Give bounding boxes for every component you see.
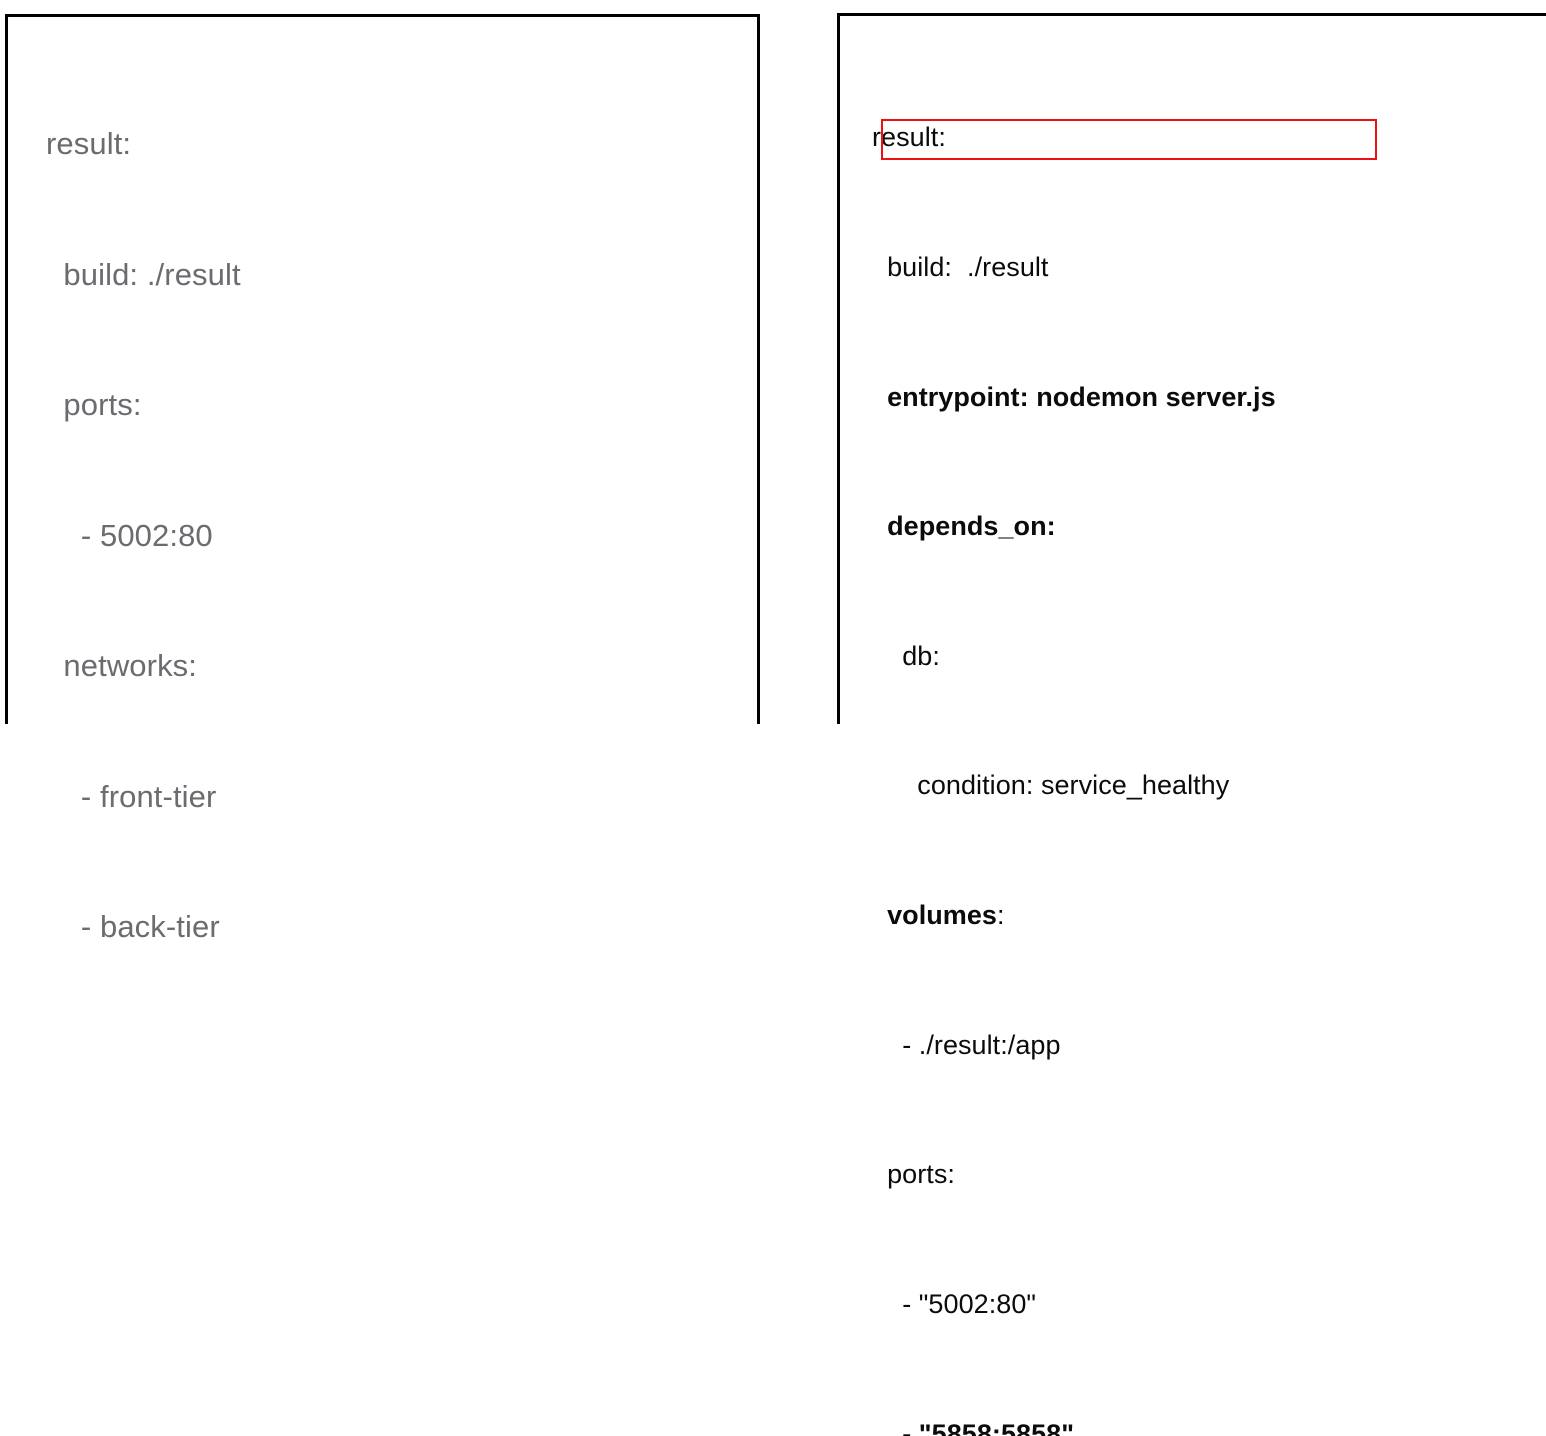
yaml-line: result: [46,122,241,166]
yaml-key-volumes: volumes [872,900,997,930]
yaml-line: result: [872,116,1276,159]
yaml-line: - front-tier [46,775,241,819]
yaml-line: - ./result:/app [872,1024,1276,1067]
yaml-line: - 5002:80 [46,514,241,558]
modified-config-panel: result: build: ./result entrypoint: node… [837,13,1546,724]
yaml-line: ports: [872,1153,1276,1196]
original-yaml-code-block: result: build: ./result ports: - 5002:80… [46,35,241,1036]
yaml-line: build: ./result [872,246,1276,289]
modified-yaml-code-block: result: build: ./result entrypoint: node… [872,30,1276,1436]
yaml-line: build: ./result [46,253,241,297]
original-config-panel: result: build: ./result ports: - 5002:80… [5,14,760,724]
yaml-line-entrypoint: entrypoint: nodemon server.js [872,376,1276,419]
yaml-colon: : [997,900,1005,930]
yaml-line: networks: [46,644,241,688]
yaml-line: db: [872,635,1276,678]
yaml-line-volumes: volumes: [872,894,1276,937]
yaml-line-depends-on: depends_on: [872,505,1276,548]
yaml-line-debug-port: - "5858:5858" [872,1413,1276,1436]
yaml-line: - "5002:80" [872,1283,1276,1326]
yaml-line: condition: service_healthy [872,764,1276,807]
yaml-line: - back-tier [46,905,241,949]
yaml-line: ports: [46,383,241,427]
